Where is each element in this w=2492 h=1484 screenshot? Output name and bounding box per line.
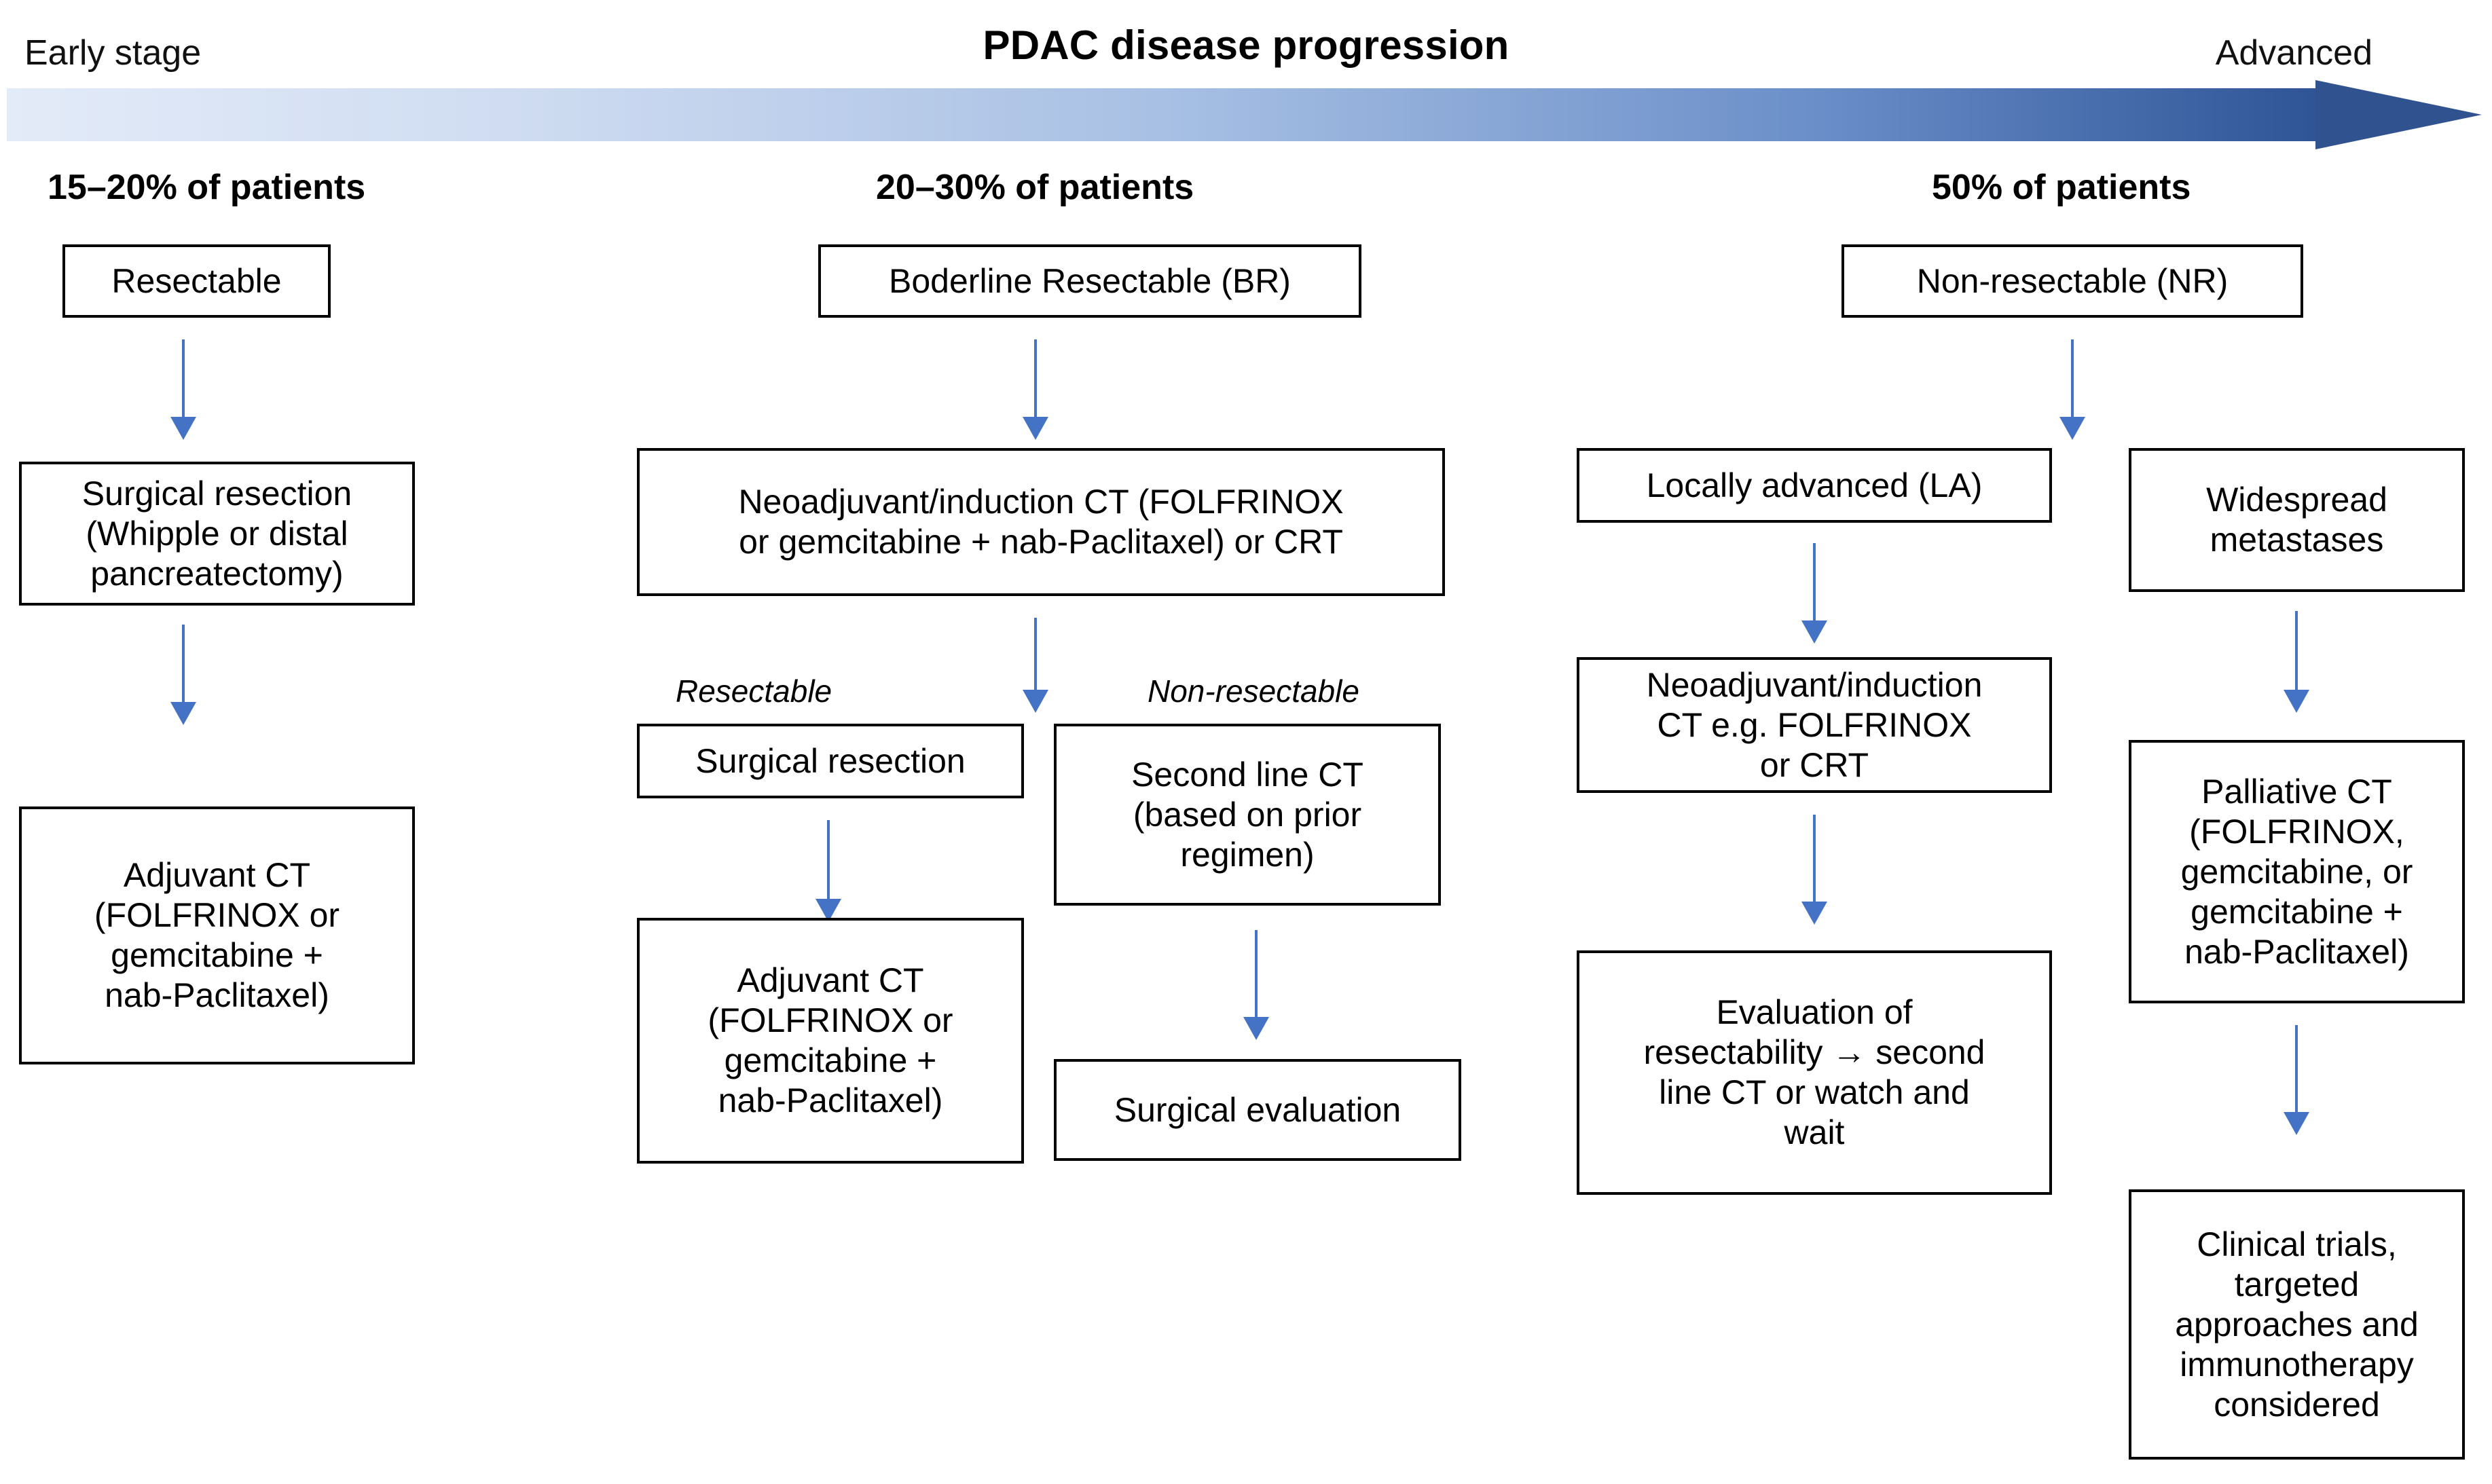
- branch-label-non-resectable: Non-resectable: [1148, 673, 1359, 709]
- node-neoadjuvant-induction-ct-br[interactable]: Neoadjuvant/induction CT (FOLFRINOX or g…: [637, 448, 1445, 596]
- progression-arrow-icon: [7, 80, 2482, 149]
- connector-palliative-ct-to-clinical-trials: [2283, 1025, 2310, 1135]
- cohort-heading-resectable: 15–20% of patients: [48, 168, 366, 207]
- node-second-line-ct[interactable]: Second line CT (based on prior regimen): [1054, 724, 1441, 906]
- node-surgical-resection-br[interactable]: Surgical resection: [637, 724, 1024, 798]
- connector-surgical-resection-to-adjuvant-ct: [170, 625, 197, 725]
- node-resectable[interactable]: Resectable: [62, 244, 331, 318]
- node-non-resectable[interactable]: Non-resectable (NR): [1841, 244, 2303, 318]
- connector-second-line-ct-to-surgical-evaluation: [1243, 930, 1270, 1040]
- cohort-heading-borderline: 20–30% of patients: [876, 168, 1194, 207]
- connector-borderline-to-neoadjuvant: [1022, 339, 1049, 440]
- connector-surgical-resection-br-to-adjuvant-ct: [815, 820, 842, 922]
- early-stage-label: Early stage: [24, 33, 202, 73]
- node-borderline-resectable[interactable]: Boderline Resectable (BR): [818, 244, 1361, 318]
- node-surgical-resection-whipple[interactable]: Surgical resection (Whipple or distal pa…: [19, 462, 415, 606]
- node-widespread-metastases[interactable]: Widespread metastases: [2129, 448, 2465, 592]
- cohort-heading-non-resectable: 50% of patients: [1932, 168, 2191, 207]
- node-neoadjuvant-induction-ct-la[interactable]: Neoadjuvant/induction CT e.g. FOLFRINOX …: [1577, 657, 2052, 793]
- connector-locally-advanced-to-neoadjuvant: [1801, 543, 1828, 644]
- branch-label-resectable: Resectable: [676, 673, 832, 709]
- node-palliative-ct[interactable]: Palliative CT (FOLFRINOX, gemcitabine, o…: [2129, 740, 2465, 1003]
- node-clinical-trials[interactable]: Clinical trials, targeted approaches and…: [2129, 1189, 2465, 1460]
- node-adjuvant-ct-resectable[interactable]: Adjuvant CT (FOLFRINOX or gemcitabine + …: [19, 806, 415, 1064]
- node-adjuvant-ct-br[interactable]: Adjuvant CT (FOLFRINOX or gemcitabine + …: [637, 918, 1024, 1164]
- advanced-stage-label: Advanced: [2215, 33, 2372, 73]
- node-locally-advanced[interactable]: Locally advanced (LA): [1577, 448, 2052, 523]
- page-title: PDAC disease progression: [983, 22, 1509, 68]
- node-evaluation-of-resectability[interactable]: Evaluation of resectability → second lin…: [1577, 950, 2052, 1195]
- connector-non-resectable-branch-split: [2059, 339, 2086, 440]
- connector-resectable-to-surgical-resection: [170, 339, 197, 440]
- connector-neoadjuvant-branch-split: [1022, 618, 1049, 713]
- connector-widespread-metastases-to-palliative-ct: [2283, 611, 2310, 713]
- connector-neoadjuvant-la-to-evaluation: [1801, 815, 1828, 925]
- node-surgical-evaluation[interactable]: Surgical evaluation: [1054, 1059, 1461, 1161]
